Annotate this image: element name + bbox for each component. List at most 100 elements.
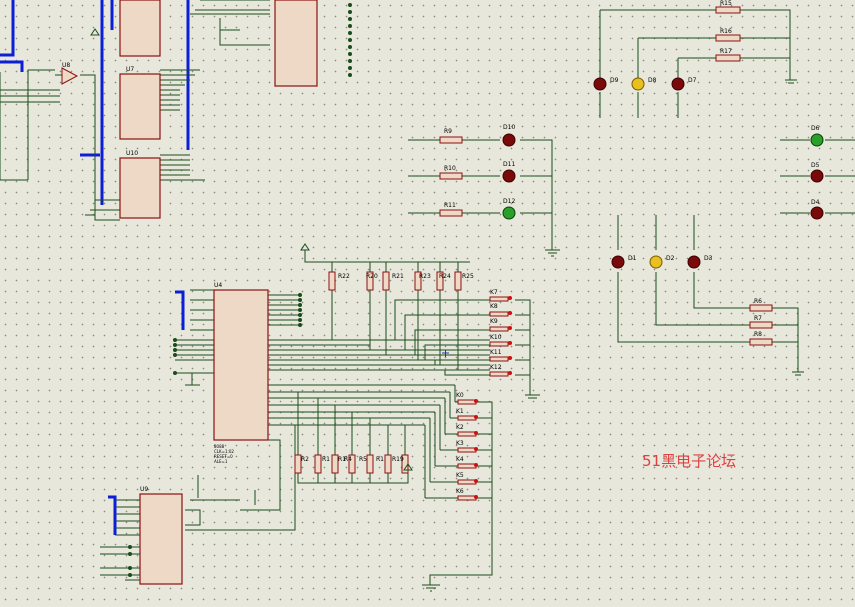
chip-top-right[interactable]: [274, 0, 318, 87]
resistor-r24[interactable]: R24: [436, 271, 451, 291]
label-d4: D4: [811, 199, 820, 206]
label-r2: R2: [301, 456, 309, 463]
label-r23: R23: [419, 273, 431, 280]
label-k3: K3: [456, 440, 464, 447]
k-switches: K0 K1 K2 K3 K4 K5 K6: [456, 392, 478, 501]
label-r1a: R1: [322, 456, 330, 463]
label-d1: D1: [628, 255, 637, 262]
label-k5: K5: [456, 472, 464, 479]
chip-u10[interactable]: U10: [119, 150, 161, 219]
resistor-r17[interactable]: R17: [715, 48, 741, 62]
power-symbols: [90, 28, 804, 592]
switch-k5[interactable]: K5: [456, 472, 478, 485]
switch-k0[interactable]: K0: [456, 392, 478, 405]
ground-icon: [545, 249, 560, 257]
led-d11[interactable]: D11: [502, 161, 516, 183]
chip-u4[interactable]: U4 8088 CLK=1:02 RESET=0 ALE=1: [213, 282, 269, 464]
switch-k6[interactable]: K6: [456, 488, 478, 501]
ground-icon: [422, 584, 440, 592]
led-d3[interactable]: D3: [687, 255, 713, 269]
label-r5: R5: [359, 456, 367, 463]
label-r24: R24: [439, 273, 451, 280]
label-r17: R17: [720, 48, 732, 55]
label-r1b: R1: [338, 456, 346, 463]
switch-k2[interactable]: K2: [456, 424, 478, 437]
resistor-r10[interactable]: R10: [439, 165, 463, 180]
resistor-r8[interactable]: R8: [749, 331, 773, 346]
label-d5: D5: [811, 162, 820, 169]
chip-u7-lower[interactable]: U7: [119, 66, 161, 140]
label-r22: R22: [338, 273, 350, 280]
key-buttons: K7 K8 K9 K10 K11 K12: [489, 289, 512, 377]
led-d12[interactable]: D12: [502, 198, 516, 220]
wires: [0, 0, 855, 586]
resistor-r16[interactable]: R16: [715, 28, 741, 42]
label-r1c: R1: [376, 456, 384, 463]
led-d7[interactable]: D7: [671, 77, 697, 91]
watermark-text: 51黑电子论坛: [642, 452, 736, 470]
buffer-u8[interactable]: U8: [61, 62, 79, 85]
resistor-r22[interactable]: R22: [328, 271, 350, 291]
power-arrow-icon: [90, 28, 100, 36]
resistor-r23[interactable]: R23: [414, 271, 431, 291]
switch-k3[interactable]: K3: [456, 440, 478, 453]
resistor-r4[interactable]: R4: [344, 454, 356, 474]
label-k12: K12: [490, 364, 502, 371]
chip-label-u8: U8: [62, 62, 70, 69]
key-k7[interactable]: K7: [489, 289, 512, 302]
resistor-r1c[interactable]: R1: [376, 454, 392, 474]
resistor-r15[interactable]: R15: [715, 0, 741, 14]
resistor-r11[interactable]: R11: [439, 202, 463, 217]
label-r16: R16: [720, 28, 732, 35]
resistor-r2[interactable]: R2: [294, 454, 309, 474]
ground-icon: [792, 371, 804, 376]
chip-label-u4: U4: [214, 282, 222, 289]
led-d2[interactable]: D2: [649, 255, 675, 269]
label-r7: R7: [754, 315, 762, 322]
u4-text-1: CLK=1:02: [214, 449, 234, 454]
key-k10[interactable]: K10: [489, 334, 512, 347]
resistor-r20[interactable]: R20: [366, 271, 378, 291]
resistor-r9[interactable]: R9: [439, 128, 463, 144]
label-k4: K4: [456, 456, 464, 463]
resistor-r7[interactable]: R7: [749, 315, 773, 329]
led-d5[interactable]: D5: [810, 162, 824, 183]
ground-icon: [525, 394, 540, 399]
led-d10[interactable]: D10: [502, 124, 516, 147]
switch-k4[interactable]: K4: [456, 456, 478, 469]
bottom-resistor-bank: R2 R1 R1 R4 R5 R1 R19: [294, 454, 409, 474]
key-k12[interactable]: K12: [489, 364, 512, 377]
label-d2: D2: [666, 255, 675, 262]
chip-u7[interactable]: [119, 0, 161, 57]
power-arrow-icon: [300, 243, 310, 251]
chip-label-u7: U7: [126, 66, 134, 73]
led-d6[interactable]: D6: [810, 125, 824, 147]
key-k8[interactable]: K8: [489, 303, 512, 317]
resistor-r5[interactable]: R5: [359, 454, 374, 474]
led-d8[interactable]: D8: [631, 77, 657, 91]
label-r15: R15: [720, 0, 732, 7]
label-d12: D12: [503, 198, 515, 205]
key-k11[interactable]: K11: [489, 349, 512, 362]
resistor-r6[interactable]: R6: [749, 298, 773, 312]
chip-u9[interactable]: U9: [139, 486, 183, 585]
chip-label-u10: U10: [126, 150, 138, 157]
resistor-r1b[interactable]: R1: [331, 454, 346, 474]
label-r4: R4: [344, 456, 352, 463]
label-r19: R19: [392, 456, 404, 463]
switch-k1[interactable]: K1: [456, 408, 478, 421]
u4-text-0: 8088: [214, 444, 225, 449]
terminal-dots: [128, 3, 352, 577]
label-r11: R11: [444, 202, 456, 209]
resistor-r25[interactable]: R25: [454, 271, 474, 291]
resistor-r21[interactable]: R21: [382, 271, 404, 291]
label-k7: K7: [490, 289, 498, 296]
led-d1[interactable]: D1: [611, 255, 637, 269]
key-k9[interactable]: K9: [489, 318, 512, 332]
led-d9[interactable]: D9: [593, 77, 619, 91]
resistor-r1a[interactable]: R1: [314, 454, 330, 474]
label-d6: D6: [811, 125, 820, 132]
led-d4[interactable]: D4: [810, 199, 824, 220]
label-d7: D7: [688, 77, 697, 84]
